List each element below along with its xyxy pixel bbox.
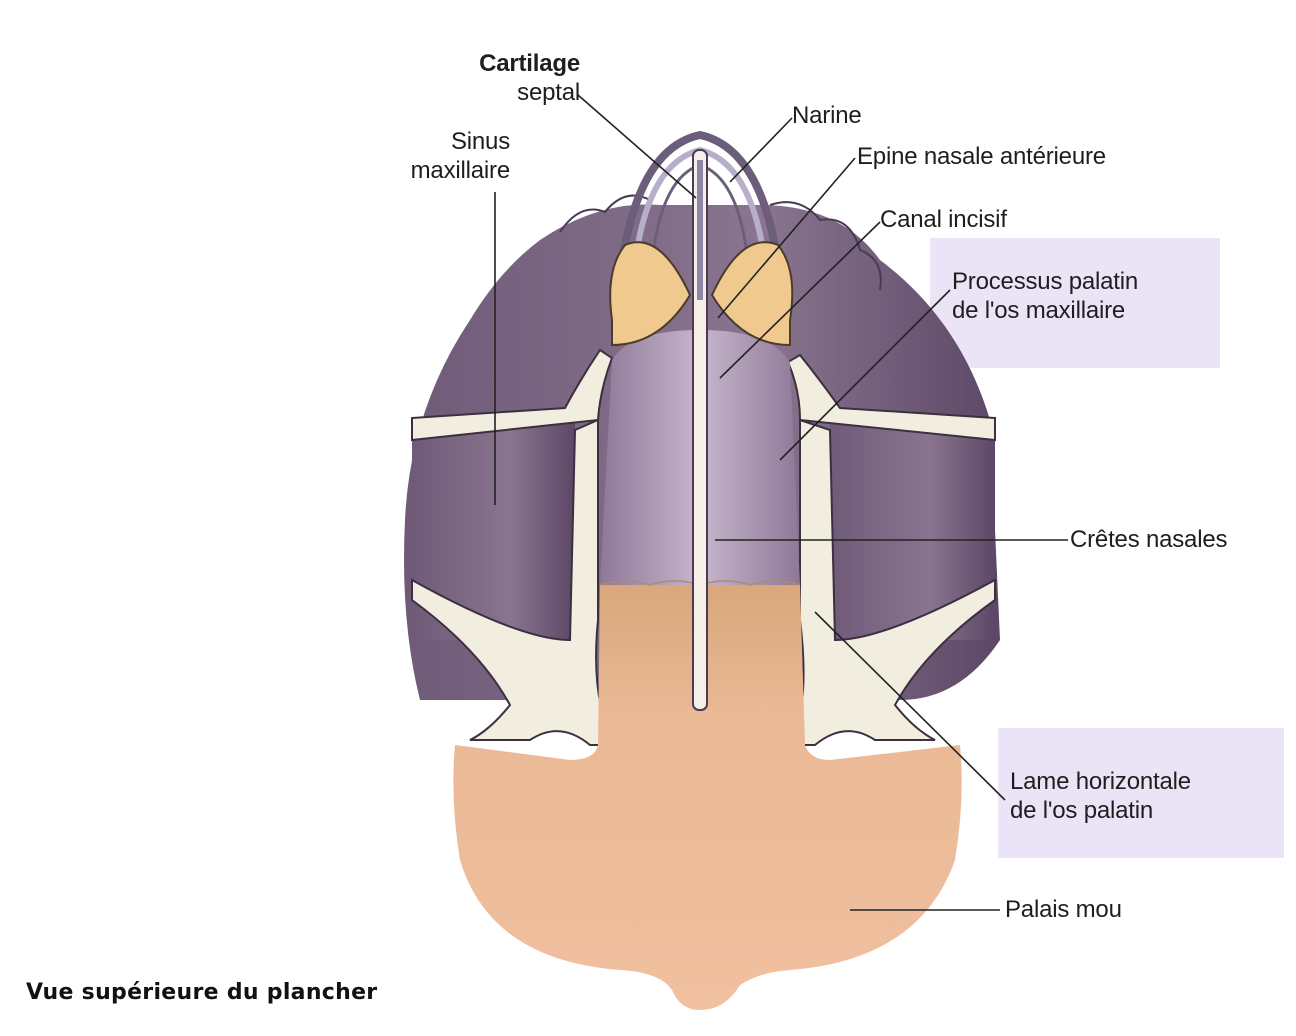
alar-cartilage: [609, 241, 794, 347]
label-processus-line2: de l'os maxillaire: [952, 296, 1126, 324]
label-epine-nasale: Epine nasale antérieure: [857, 143, 1106, 170]
label-cretes-nasales: Crêtes nasales: [1070, 526, 1228, 553]
label-cartilage-line2: septal: [517, 78, 580, 106]
nasal-crest: [692, 149, 708, 711]
label-cartilage-line1: Cartilage: [479, 50, 580, 77]
label-cartilage-septal: Cartilage septal: [430, 50, 580, 108]
leader-lines: [494, 94, 1068, 911]
label-sinus-line2: maxillaire: [410, 156, 511, 184]
figure-caption: Vue supérieure du plancher: [26, 980, 378, 1005]
label-canal-incisif: Canal incisif: [880, 206, 1007, 233]
label-sinus-line1: Sinus: [450, 128, 510, 155]
processus-highlight: [930, 238, 1220, 368]
label-lame-line2: de l'os palatin: [1010, 796, 1154, 824]
label-narine: Narine: [792, 102, 862, 129]
label-lame-line1: Lame horizontale: [1010, 768, 1191, 795]
lame-highlight: [998, 728, 1284, 858]
bony-walls: [411, 348, 996, 746]
label-processus-line1: Processus palatin: [952, 268, 1139, 295]
maxillary-sinus-left: [412, 420, 575, 640]
maxillary-sinus-right: [830, 420, 995, 640]
label-processus-palatin: Processus palatin de l'os maxillaire: [952, 268, 1138, 326]
label-palais-mou: Palais mou: [1005, 896, 1122, 923]
label-lame-horizontale: Lame horizontale de l'os palatin: [1010, 768, 1191, 826]
label-sinus-maxillaire: Sinus maxillaire: [360, 128, 511, 186]
